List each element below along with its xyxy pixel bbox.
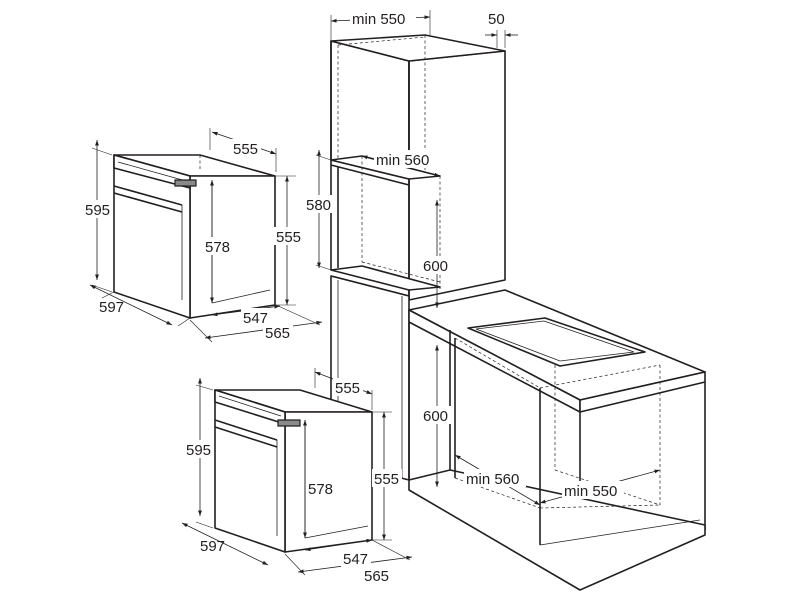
dim-oven1-depth-top: 555	[233, 141, 258, 158]
dim-oven2-depth-top: 555	[335, 380, 360, 397]
dim-tall-cabinet-width: min 550	[352, 11, 405, 28]
dim-counter-niche-width: min 550	[564, 483, 617, 500]
dim-oven1-body-height: 578	[205, 239, 230, 256]
dim-tall-cabinet-niche-height: 600	[423, 258, 448, 275]
dim-oven2-side-height: 555	[374, 471, 399, 488]
dimension-labels: min 550 50 min 560 580 600 600 min 560 m…	[83, 9, 624, 585]
dim-oven2-body-depth: 547	[343, 551, 368, 568]
dim-oven1-total-depth: 565	[265, 325, 290, 342]
dim-oven2-height: 595	[186, 442, 211, 459]
dim-counter-niche-height: 600	[423, 408, 448, 425]
dim-oven1-side-height: 555	[276, 229, 301, 246]
dim-oven1-body-depth: 547	[243, 310, 268, 327]
oven-2	[214, 389, 373, 553]
dim-oven1-height: 595	[85, 202, 110, 219]
dim-oven2-width: 597	[200, 538, 225, 555]
dim-tall-cabinet-depth: min 560	[376, 152, 429, 169]
dim-oven1-width: 597	[99, 299, 124, 316]
counter-cabinet	[408, 289, 706, 591]
dim-counter-niche-depth: min 560	[466, 471, 519, 488]
dim-tall-cabinet-gap: 50	[488, 11, 505, 28]
oven-1	[113, 154, 276, 319]
dim-tall-cabinet-upper-height: 580	[306, 197, 331, 214]
dim-oven2-total-depth: 565	[364, 568, 389, 585]
dim-oven2-body-height: 578	[308, 481, 333, 498]
